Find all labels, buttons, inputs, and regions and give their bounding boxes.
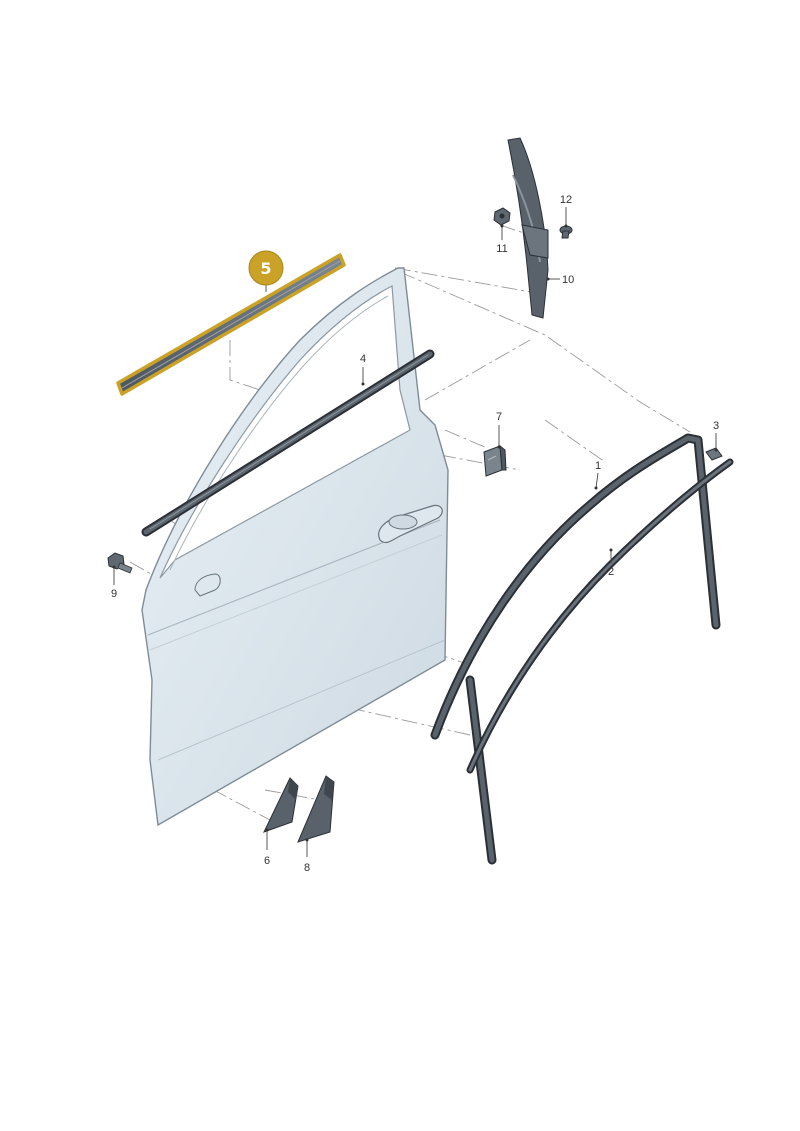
mirror-mount-recess [194, 573, 221, 597]
callout-5: 5 [260, 259, 271, 278]
callout-9: 9 [111, 588, 117, 600]
part-4-window-sill-seal [141, 349, 435, 537]
callout-4: 4 [360, 353, 366, 365]
part-12-clip [559, 225, 573, 239]
callout-8: 8 [304, 862, 310, 874]
callout-6: 6 [264, 855, 270, 867]
part-5-window-strip-highlighted [116, 253, 346, 396]
part-6-triangle-trim [263, 777, 299, 833]
part-3-clip [705, 447, 723, 461]
callout-2: 2 [608, 566, 614, 578]
part-2-door-frame-seal-inner [466, 458, 734, 774]
callout-5-badge[interactable]: 5 [248, 250, 284, 286]
callout-1: 1 [595, 460, 601, 472]
door-shell [141, 267, 449, 827]
part-8-triangle-trim [297, 775, 335, 843]
part-10-b-pillar-trim [507, 137, 549, 319]
callout-11: 11 [496, 243, 507, 255]
callout-12: 12 [560, 194, 572, 206]
part-11-nut [493, 207, 511, 226]
part-1-door-frame-seal [430, 433, 721, 865]
leader-lines [112, 207, 718, 857]
callout-7: 7 [496, 411, 502, 423]
callout-10: 10 [562, 274, 574, 286]
callout-3: 3 [713, 420, 719, 432]
door-handle [378, 504, 443, 544]
callout-labels: 1 2 3 4 6 7 8 9 10 11 12 [111, 194, 719, 874]
part-9-bolt [107, 552, 133, 574]
part-7-bracket [483, 444, 507, 477]
